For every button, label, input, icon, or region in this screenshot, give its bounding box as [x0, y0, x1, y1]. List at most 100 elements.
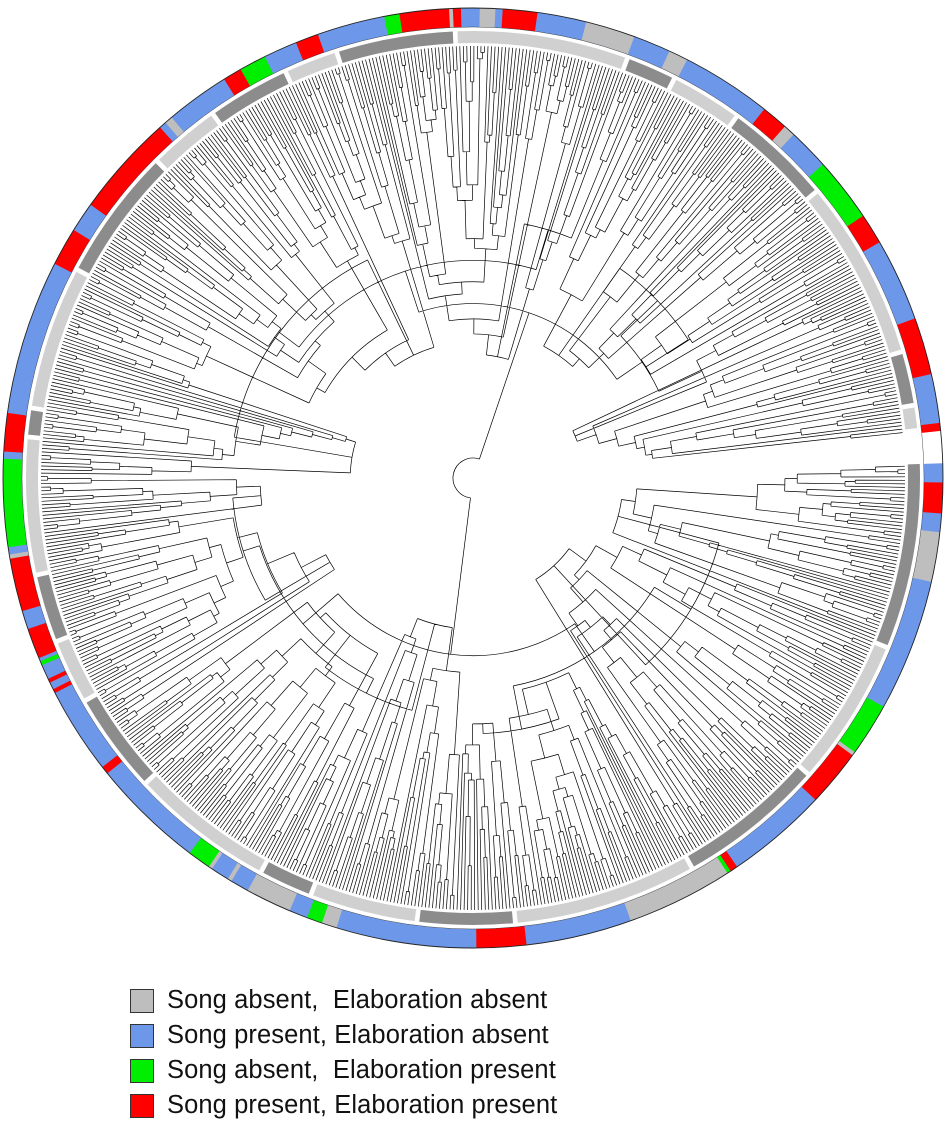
trait-segment [317, 903, 329, 924]
clade-band [31, 271, 87, 408]
trait-segment [92, 198, 111, 213]
trait-segment [40, 653, 60, 666]
trait-segment [638, 896, 650, 916]
trait-segment [106, 180, 125, 196]
trait-segment [917, 551, 937, 560]
trait-segment [845, 728, 864, 743]
trait-segment [843, 731, 862, 747]
trait-segment [140, 143, 157, 160]
trait-segment [855, 228, 874, 243]
trait-segment [827, 187, 846, 203]
trait-segment [519, 10, 527, 30]
legend-swatch-gray [130, 988, 154, 1013]
trait-segment [456, 8, 462, 28]
trait-segment [414, 11, 421, 31]
trait-segment [310, 35, 321, 55]
trait-segment [923, 500, 943, 506]
trait-segment [668, 54, 681, 74]
legend-label: Song present, Elaboration absent [167, 1021, 549, 1049]
tree-branch-paths [40, 45, 906, 911]
trait-segment [27, 622, 48, 634]
trait-segment [3, 500, 23, 506]
trait-segment [661, 51, 674, 71]
trait-segment [617, 32, 628, 52]
trait-segment [920, 533, 940, 541]
trait-segment [134, 148, 152, 165]
trait-segment [384, 15, 392, 36]
trait-segment [6, 416, 26, 424]
trait-segment [104, 758, 123, 774]
trait-segment [620, 33, 631, 54]
trait-segment [899, 325, 919, 336]
legend-label: Song present, Elaboration present [167, 1091, 558, 1119]
clade-band [902, 407, 918, 430]
trait-segment [823, 181, 841, 197]
legend-item: Song present, Elaboration present [130, 1088, 557, 1123]
trait-segment [592, 24, 602, 45]
trait-segment [716, 855, 731, 874]
trait-segment [839, 738, 858, 753]
trait-segment [445, 8, 451, 28]
trait-segment [918, 541, 939, 548]
trait-segment [121, 162, 139, 179]
trait-segment [387, 15, 396, 35]
trait-segment [623, 35, 635, 55]
trait-segment [257, 58, 270, 78]
trait-segment [12, 565, 32, 574]
trait-segment [268, 883, 281, 903]
trait-segment [30, 629, 50, 641]
trait-segment [449, 8, 455, 28]
trait-segment [202, 846, 217, 865]
trait-segment [154, 129, 170, 147]
trait-segment [923, 493, 943, 499]
trait-segment [755, 111, 771, 129]
trait-segment [476, 928, 481, 948]
trait-segment [48, 670, 68, 683]
trait-segment [102, 186, 120, 202]
trait-segment [763, 118, 780, 137]
trait-segment [67, 236, 87, 250]
trait-segment [648, 891, 660, 911]
trait-ring-inner-border [21, 26, 925, 930]
trait-segment [145, 137, 162, 155]
trait-segment [820, 178, 839, 195]
trait-segment [904, 340, 924, 350]
trait-segment [310, 901, 322, 921]
trait-segment [905, 343, 925, 354]
trait-segment [627, 900, 639, 920]
trait-segment [710, 859, 725, 878]
trait-segment [818, 175, 836, 192]
trait-segment [257, 879, 271, 898]
trait-segment [498, 928, 504, 948]
trait-segment [20, 598, 40, 608]
trait-segment [303, 38, 314, 58]
trait-segment [102, 755, 120, 771]
trait-segment [530, 11, 538, 32]
trait-segment [54, 260, 74, 273]
trait-segment [863, 700, 882, 714]
trait-segment [772, 126, 789, 144]
trait-segment [758, 113, 774, 132]
clade-band [215, 73, 289, 123]
trait-segment [901, 332, 922, 343]
trait-segment [631, 898, 642, 919]
trait-segment [909, 358, 929, 368]
trait-segment [104, 183, 122, 199]
trait-segment [704, 863, 718, 882]
trait-segment [911, 369, 932, 379]
trait-segment [14, 576, 34, 586]
trait-segment [479, 8, 484, 28]
legend-item: Song absent, Elaboration present [130, 1053, 557, 1088]
clade-band [86, 696, 154, 782]
trait-segment [234, 71, 248, 90]
trait-segment [527, 11, 534, 31]
trait-segment [63, 243, 83, 257]
trait-segment [610, 30, 620, 50]
trait-segment [719, 853, 734, 872]
trait-segment [804, 781, 821, 798]
trait-segment [675, 879, 688, 899]
trait-segment [69, 233, 88, 247]
trait-segment [189, 837, 205, 856]
trait-segment [853, 225, 872, 240]
trait-segment [494, 928, 500, 948]
